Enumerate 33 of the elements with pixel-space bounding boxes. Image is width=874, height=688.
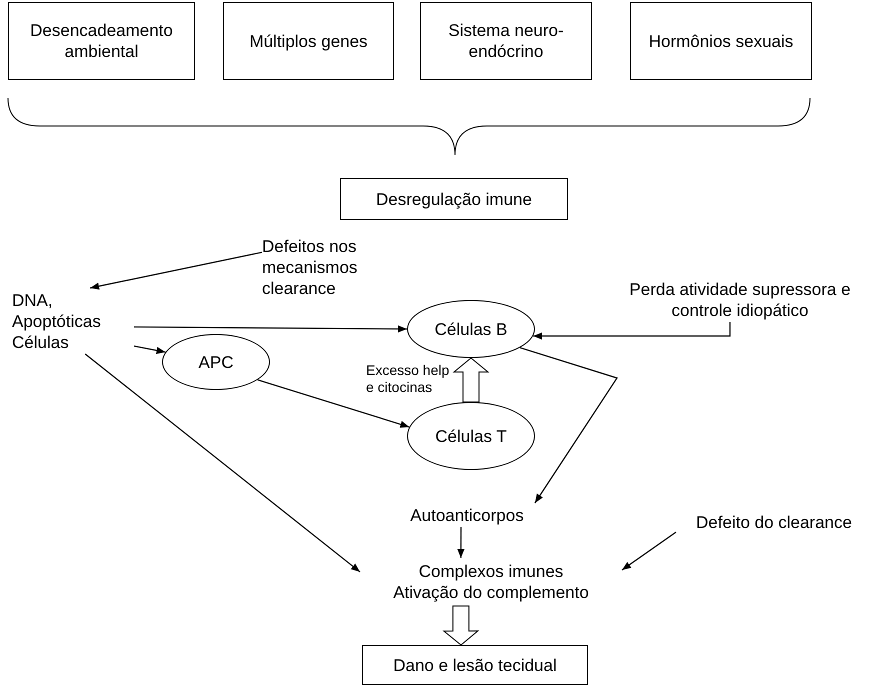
- process-box: [8, 2, 195, 80]
- arrow: [257, 379, 410, 428]
- hollow-arrow: [452, 357, 490, 402]
- arrow: [533, 322, 731, 340]
- arrow: [84, 354, 360, 572]
- process-box: [223, 2, 394, 80]
- node-text: DNA, Apoptóticas Células: [12, 288, 134, 354]
- node-text: Complexos imunes: [418, 561, 564, 582]
- arrow: [520, 347, 618, 504]
- node-text: Defeitos nos mecanismos clearance: [262, 235, 372, 299]
- node-text: Células B: [434, 318, 508, 340]
- arrow: [622, 532, 676, 570]
- arrow: [134, 346, 166, 354]
- node-text: Ativação do complemento: [393, 582, 589, 603]
- node-text: Hormônios sexuais: [648, 30, 794, 52]
- process-box: [340, 178, 568, 220]
- node-text: APC: [198, 352, 234, 372]
- node-text: Dano e lesão tecidual: [393, 654, 557, 676]
- node-text: Autoanticorpos: [392, 503, 542, 527]
- node-text: Desregulação imune: [376, 188, 532, 210]
- node-text: Sistema neuro-endócrino: [447, 20, 565, 62]
- process-box: [362, 645, 588, 685]
- hollow-arrow: [442, 606, 480, 646]
- node-text: Perda atividade supressora e controle idiopático: [608, 278, 872, 322]
- node-text: Múltiplos genes: [249, 30, 368, 52]
- arrow: [90, 252, 262, 290]
- arrow: [134, 325, 407, 333]
- arrow: [457, 527, 464, 558]
- node-text: Defeito do clearance: [676, 510, 872, 534]
- node-text: Células T: [435, 426, 507, 446]
- node-text: Desencadeamento ambiental: [29, 20, 174, 62]
- process-box: [420, 2, 592, 80]
- process-box: [630, 2, 812, 80]
